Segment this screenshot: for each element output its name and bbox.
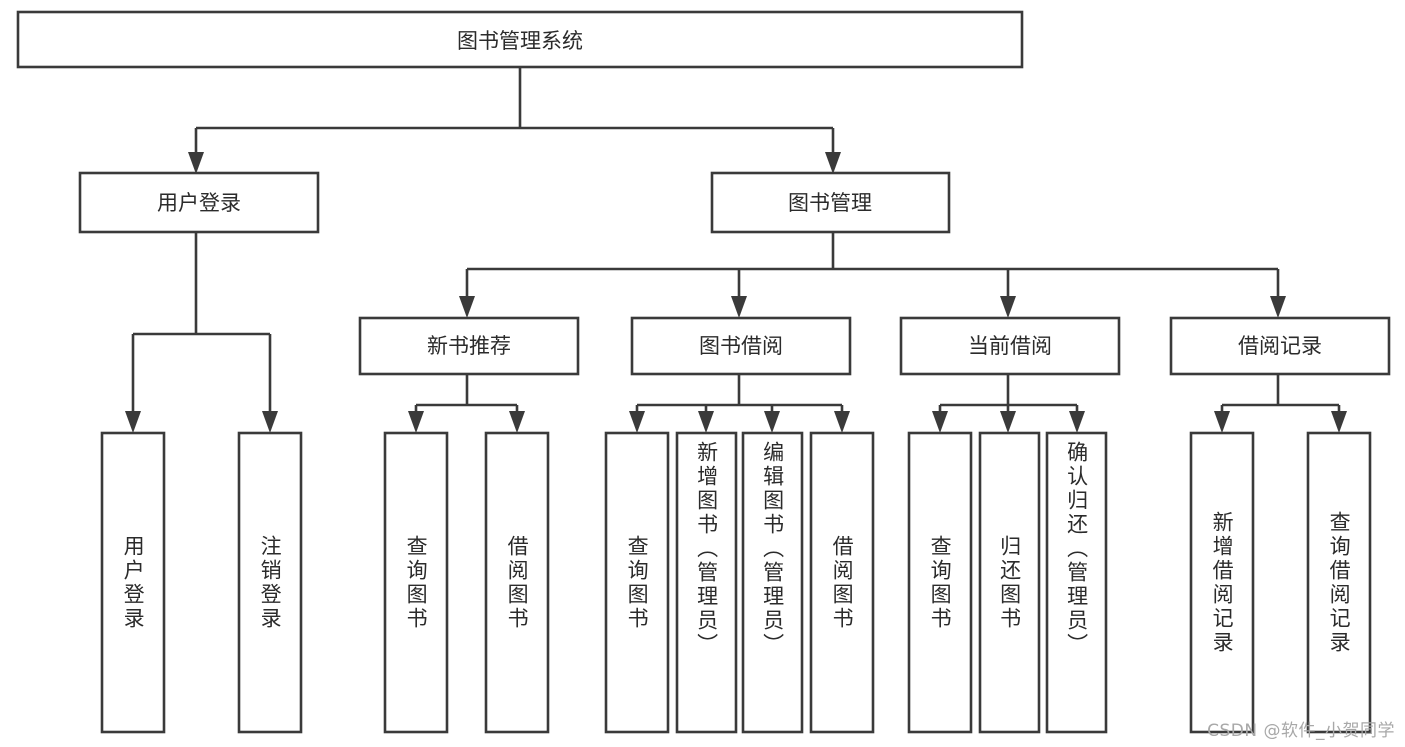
node-borrow-record-box[interactable]	[1169, 316, 1391, 376]
arrow-to-leaf-query-record	[1331, 411, 1347, 433]
node-book-manage-label: 图书管理	[788, 191, 872, 215]
arrow-to-user-login	[188, 152, 204, 174]
edges-root-to-level2	[188, 67, 841, 174]
leaf-box-user-logout[interactable]	[237, 431, 303, 734]
node-current-borrow-box[interactable]	[899, 316, 1121, 376]
arrow-to-borrow-record	[1270, 296, 1286, 318]
node-current-borrow-label: 当前借阅	[968, 334, 1052, 358]
arrow-to-leaf-add-record	[1214, 411, 1230, 433]
leaf-box-confirm-return[interactable]	[1045, 431, 1108, 734]
arrow-to-leaf-add-book	[698, 411, 714, 433]
node-borrow-record-label: 借阅记录	[1238, 334, 1322, 358]
arrow-to-book-borrow	[731, 296, 747, 318]
node-user-login-label: 用户登录	[157, 191, 241, 215]
arrow-to-leaf-confirm-return	[1069, 411, 1085, 433]
node-book-borrow[interactable]: 图书借阅	[630, 316, 852, 376]
arrow-to-leaf-borrow-book-2	[834, 411, 850, 433]
leaf-box-add-book[interactable]	[675, 431, 738, 734]
leaf-boxes	[100, 431, 1372, 734]
node-user-login-box[interactable]	[78, 171, 320, 234]
node-current-borrow[interactable]: 当前借阅	[899, 316, 1121, 376]
leaf-box-borrow-book-2[interactable]	[809, 431, 875, 734]
node-book-borrow-label: 图书借阅	[699, 334, 783, 358]
arrow-to-leaf-borrow-book-1	[509, 411, 525, 433]
leaf-box-return-book[interactable]	[978, 431, 1041, 734]
leaf-box-user-login[interactable]	[100, 431, 166, 734]
arrow-to-leaf-query-book-3	[932, 411, 948, 433]
edges-borrow-record-to-leaves	[1214, 374, 1347, 433]
arrow-to-leaf-query-book-2	[629, 411, 645, 433]
node-root-box[interactable]	[16, 10, 1024, 69]
node-new-book-recommend-box[interactable]	[358, 316, 580, 376]
arrow-to-current-borrow	[1000, 296, 1016, 318]
leaf-box-query-record[interactable]	[1306, 431, 1372, 734]
arrow-to-leaf-edit-book	[764, 411, 780, 433]
edges-new-book-to-leaves	[408, 374, 525, 433]
csdn-watermark: CSDN @软件_小贺同学	[1207, 721, 1395, 741]
node-root[interactable]: 图书管理系统	[16, 10, 1024, 69]
arrow-to-new-book	[459, 296, 475, 318]
node-book-manage[interactable]: 图书管理	[710, 171, 951, 234]
edges-current-borrow-to-leaves	[932, 374, 1085, 433]
node-borrow-record[interactable]: 借阅记录	[1169, 316, 1391, 376]
leaf-box-add-record[interactable]	[1189, 431, 1255, 734]
arrow-to-leaf-query-book-1	[408, 411, 424, 433]
edges-book-manage-to-level3	[459, 232, 1286, 318]
edges-user-login-to-leaves	[125, 232, 278, 433]
edges-book-borrow-to-leaves	[629, 374, 850, 433]
node-new-book-recommend[interactable]: 新书推荐	[358, 316, 580, 376]
leaf-box-borrow-book-1[interactable]	[484, 431, 550, 734]
arrow-to-book-manage	[825, 152, 841, 174]
node-user-login[interactable]: 用户登录	[78, 171, 320, 234]
leaf-box-query-book-2[interactable]	[604, 431, 670, 734]
arrow-to-leaf-user-login	[125, 411, 141, 433]
node-root-label: 图书管理系统	[457, 29, 583, 53]
leaf-box-query-book-1[interactable]	[383, 431, 449, 734]
node-book-manage-box[interactable]	[710, 171, 951, 234]
leaf-box-edit-book[interactable]	[741, 431, 804, 734]
arrow-to-leaf-user-logout	[262, 411, 278, 433]
arrow-to-leaf-return-book	[1000, 411, 1016, 433]
node-book-borrow-box[interactable]	[630, 316, 852, 376]
node-new-book-recommend-label: 新书推荐	[427, 334, 511, 358]
leaf-box-query-book-3[interactable]	[907, 431, 973, 734]
